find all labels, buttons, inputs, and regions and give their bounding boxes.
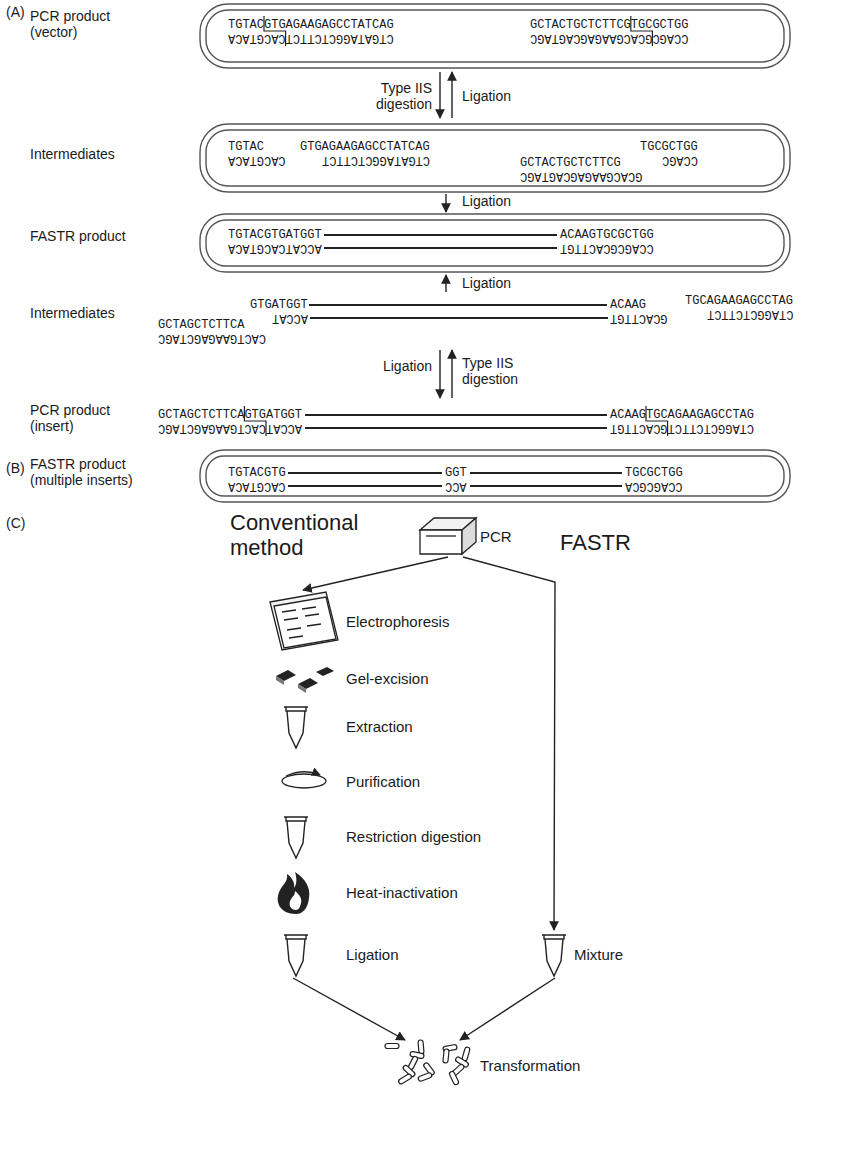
dna-sequence: CACGTACA bbox=[228, 479, 286, 493]
tube-icon bbox=[284, 817, 308, 858]
flame-icon bbox=[278, 872, 310, 914]
step-box: Mixture bbox=[538, 930, 627, 978]
bacteria-icon bbox=[385, 1040, 470, 1086]
dna-sequence: CACGTACA bbox=[228, 153, 286, 167]
dna-sequence: TGTACGTGAGAAGAGCCTATCAG bbox=[228, 18, 394, 32]
dna-sequence: CCAGCGCA bbox=[625, 479, 683, 493]
dna-sequence: CTGATAGGCTCTTCTCACGTACA bbox=[228, 31, 394, 45]
dna-sequence: ACAAGTGCGCTGG bbox=[560, 228, 654, 242]
step-box: PCR bbox=[418, 515, 516, 557]
row-label: Ligation bbox=[345, 358, 432, 374]
dna-sequence: GCTACTGCTCTTCGTGCGCTGG bbox=[530, 18, 688, 32]
dna-sequence: TGTACGTG bbox=[228, 466, 286, 480]
dna-sequence: GGT bbox=[445, 466, 467, 480]
dna-strands bbox=[288, 235, 622, 486]
step-label: Purification bbox=[346, 773, 420, 790]
column-heading: FASTR bbox=[560, 530, 631, 555]
flow-arrow bbox=[463, 557, 555, 930]
panel-letter: (C) bbox=[6, 515, 25, 531]
column-heading: Conventional method bbox=[230, 510, 380, 560]
gel-icon bbox=[270, 592, 338, 650]
step-box: Transformation bbox=[385, 1040, 584, 1090]
step-label: Electrophoresis bbox=[346, 613, 449, 630]
step-box: Restriction digestion bbox=[268, 812, 485, 860]
pcr-machine-icon bbox=[420, 518, 476, 554]
dna-sequence: ACCATCACTGAAGAGCTAGC bbox=[158, 421, 302, 435]
row-label: Ligation bbox=[462, 193, 511, 209]
dna-sequence: ACCAT bbox=[272, 311, 308, 325]
row-label: Ligation bbox=[462, 88, 511, 104]
dna-sequence: ACAAGTGCAGAAGAGCCTAG bbox=[610, 408, 754, 422]
dna-sequence: GCTAGCTCTTCA bbox=[158, 318, 244, 332]
tube-icon bbox=[284, 935, 308, 976]
step-box: Gel-excision bbox=[268, 663, 433, 693]
dna-sequence: CACTGAAGAGCTAGC bbox=[158, 331, 266, 345]
gel-slice-icon bbox=[276, 667, 334, 693]
dna-sequence: CCAGCGCACTTGT bbox=[560, 241, 654, 255]
step-label: Mixture bbox=[574, 946, 623, 963]
row-label: Type IIS digestion bbox=[462, 355, 557, 387]
dna-sequence: ACCATCACGTACA bbox=[228, 241, 322, 255]
dna-sequence: GTGATGGT bbox=[250, 298, 308, 312]
row-label: PCR product (insert) bbox=[30, 402, 130, 434]
row-label: FASTR product (multiple inserts) bbox=[30, 456, 140, 488]
tube-icon bbox=[284, 707, 308, 748]
dna-sequence: ACC bbox=[445, 479, 467, 493]
dna-sequence: CCAGCGCACGAAGAGCAGTAGC bbox=[530, 31, 688, 45]
dna-sequence: CCAGC bbox=[662, 153, 698, 167]
panel-letter: (B) bbox=[6, 460, 25, 476]
row-label: FASTR product bbox=[30, 228, 126, 244]
row-label: Intermediates bbox=[30, 146, 115, 162]
step-label: PCR bbox=[480, 528, 512, 545]
step-label: Transformation bbox=[480, 1057, 580, 1074]
dna-sequence: CTAGGCTCTTCT bbox=[707, 307, 793, 321]
dna-sequence: TGCGCTGG bbox=[640, 140, 698, 154]
step-arrows bbox=[440, 72, 452, 398]
row-label: Ligation bbox=[462, 275, 511, 291]
step-label: Gel-excision bbox=[346, 670, 429, 687]
dna-sequence: GTGAGAAGAGCCTATCAG bbox=[300, 140, 430, 154]
row-label: Intermediates bbox=[30, 305, 115, 321]
flow-arrow bbox=[460, 978, 555, 1040]
step-label: Ligation bbox=[346, 946, 399, 963]
flow-arrow bbox=[303, 557, 448, 590]
step-label: Heat-inactivation bbox=[346, 884, 458, 901]
step-label: Restriction digestion bbox=[346, 828, 481, 845]
row-label: PCR product (vector) bbox=[30, 8, 130, 40]
dna-sequence: CTGATAGGCTCTTCT bbox=[322, 153, 430, 167]
dna-sequence: TGTAC bbox=[228, 140, 264, 154]
row-label: Type IIS digestion bbox=[337, 80, 432, 112]
dna-sequence: GCACTTGT bbox=[610, 311, 668, 325]
cut-sites bbox=[244, 16, 667, 436]
step-box: Extraction bbox=[268, 702, 417, 750]
dna-sequence: TGTACGTGATGGT bbox=[228, 228, 322, 242]
flow-arrow bbox=[293, 978, 405, 1040]
dna-sequence: CTAGGCTCTTCTGCACTTGT bbox=[610, 421, 754, 435]
step-box: Electrophoresis bbox=[268, 590, 453, 652]
panel-letter: (A) bbox=[6, 4, 25, 20]
step-label: Extraction bbox=[346, 718, 413, 735]
dna-sequence: GCTACTGCTCTTCG bbox=[520, 156, 621, 170]
dna-sequence: ACAAG bbox=[610, 298, 646, 312]
dna-sequence: TGCAGAAGAGCCTAG bbox=[685, 294, 793, 308]
dna-sequence: GCTAGCTCTTCAGTGATGGT bbox=[158, 408, 302, 422]
tube-icon bbox=[542, 935, 566, 976]
step-box: Purification bbox=[268, 766, 424, 796]
spin-column-icon bbox=[282, 772, 326, 788]
dna-sequence: TGCGCTGG bbox=[625, 466, 683, 480]
step-box: Ligation bbox=[268, 930, 403, 978]
step-box: Heat-inactivation bbox=[268, 868, 462, 916]
dna-sequence: GCACGAAGAGCAGTAGC bbox=[520, 169, 642, 183]
